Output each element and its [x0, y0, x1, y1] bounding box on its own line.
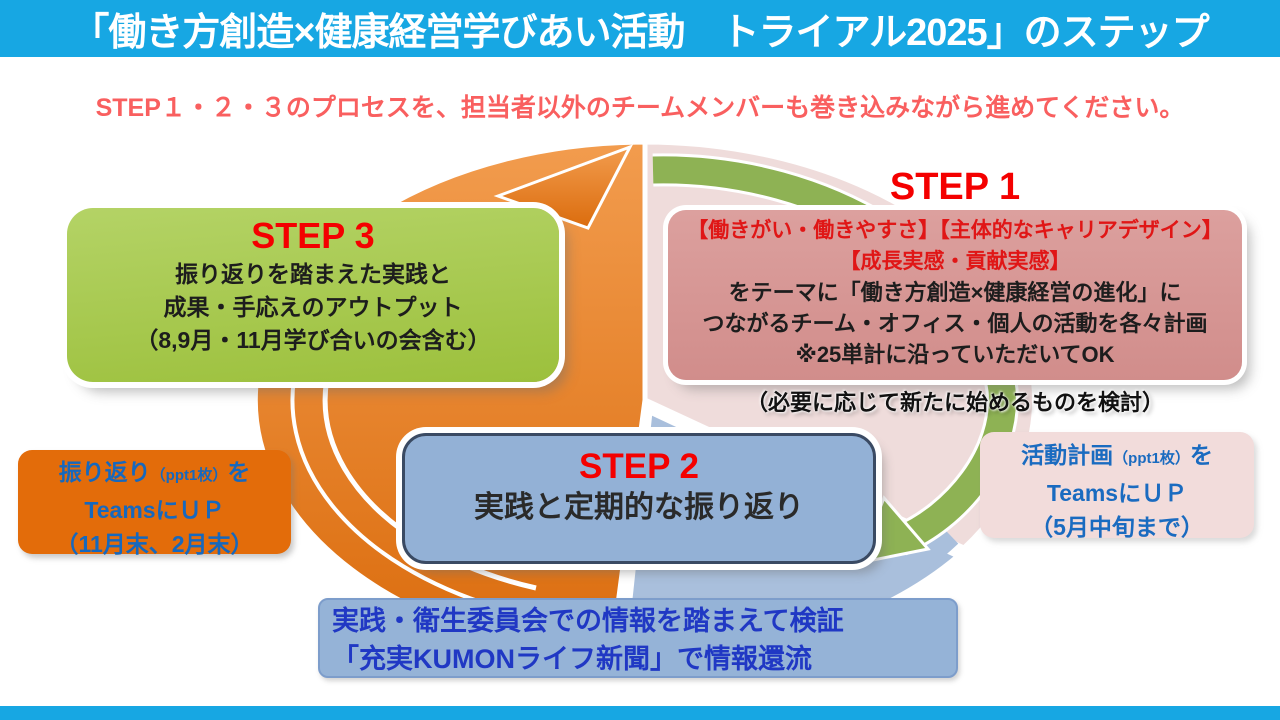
- step1-body-line2: つながるチーム・オフィス・個人の活動を各々計画: [702, 311, 1208, 336]
- step1-heading: STEP 1: [889, 166, 1021, 208]
- reflection-upload-tail: を: [227, 459, 251, 485]
- plan-upload-line3: （5月中旬まで）: [1030, 514, 1204, 540]
- step3-line3: （8,9月・11月学び合いの会含む）: [135, 327, 491, 353]
- step1-theme-line2: 【成長実感・貢献実感】: [839, 250, 1071, 273]
- footer-accent-bar: [0, 706, 1280, 720]
- verification-note-line1: 実践・衛生委員会での情報を踏まえて検証: [332, 606, 844, 636]
- title-banner: 「働き方創造×健康経営学びあい活動 トライアル2025」のステップ: [0, 0, 1280, 57]
- step1-body-line1: をテーマに「働き方創造×健康経営の進化」に: [728, 280, 1182, 305]
- step2-box: STEP 2 実践と定期的な振り返り: [402, 433, 876, 564]
- reflection-upload-paren: （ppt1枚）: [150, 467, 228, 484]
- reflection-upload-note: 振り返り（ppt1枚）を TeamsにＵＰ （11月末、2月末）: [18, 450, 291, 557]
- orange-swoosh-line2: [290, 359, 497, 609]
- step1-box: 【働きがい・働きやすさ】【主体的なキャリアデザイン】 【成長実感・貢献実感】 を…: [668, 210, 1242, 380]
- reflection-upload-line3: （11月末、2月末）: [55, 531, 254, 557]
- step1-body-line3: ※25単計に沿っていただいてOK: [795, 342, 1115, 367]
- step3-heading: STEP 3: [251, 215, 375, 256]
- plan-upload-note: 活動計画（ppt1枚）を TeamsにＵＰ （5月中旬まで）: [980, 432, 1254, 540]
- reflection-upload-main: 振り返り: [58, 459, 151, 485]
- step1-theme-line1: 【働きがい・働きやすさ】【主体的なキャリアデザイン】: [687, 219, 1223, 242]
- step2-body: 実践と定期的な振り返り: [474, 491, 804, 524]
- verification-note-line2: 「充実KUMONライフ新聞」で情報還流: [332, 644, 812, 674]
- step3-box: STEP 3 振り返りを踏まえた実践と 成果・手応えのアウトプット （8,9月・…: [67, 208, 559, 382]
- verification-note: 実践・衛生委員会での情報を踏まえて検証 「充実KUMONライフ新聞」で情報還流: [318, 598, 958, 678]
- subtitle-text: STEP１・２・３のプロセスを、担当者以外のチームメンバーも巻き込みながら進めて…: [95, 94, 1185, 122]
- step3-line1: 振り返りを踏まえた実践と: [175, 261, 451, 287]
- reflection-upload-line1: 振り返り（ppt1枚）を: [18, 455, 291, 493]
- step3-line2: 成果・手応えのアウトプット: [163, 294, 463, 320]
- slide-title: 「働き方創造×健康経営学びあい活動 トライアル2025」のステップ: [71, 12, 1209, 54]
- plan-upload-main: 活動計画: [1021, 442, 1114, 468]
- plan-upload-line1: 活動計画（ppt1枚）を: [980, 438, 1254, 476]
- step1-note: （必要に応じて新たに始めるものを検討）: [745, 390, 1164, 415]
- plan-upload-paren: （ppt1枚）: [1113, 450, 1190, 467]
- step2-heading: STEP 2: [579, 447, 699, 486]
- reflection-upload-line2: TeamsにＵＰ: [84, 497, 225, 523]
- plan-upload-line2: TeamsにＵＰ: [1046, 480, 1188, 506]
- plan-upload-tail: を: [1189, 442, 1213, 468]
